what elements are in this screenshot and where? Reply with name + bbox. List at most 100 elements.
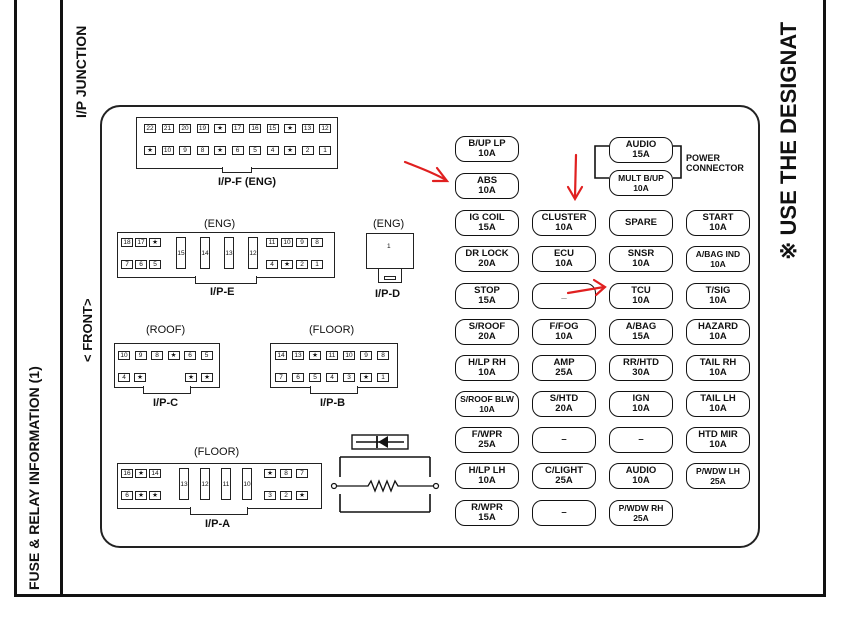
- connector-ipf-pin: 16: [249, 124, 261, 133]
- fuse-label: ABS: [476, 175, 498, 186]
- connector-ipb-pin: 10: [343, 351, 355, 360]
- connector-ipb-latch: [310, 386, 358, 394]
- fuse-rating: 15A: [632, 331, 650, 342]
- connector-ipf-pin: 4: [266, 146, 279, 155]
- fuse-rating: 10A: [555, 258, 573, 269]
- connector-ipe-pin: 17: [135, 238, 147, 247]
- connector-ipa-tall-pin: 12: [200, 468, 210, 500]
- connector-ipa-pin: ★: [135, 491, 147, 500]
- connector-ipf-pin: 17: [231, 124, 244, 133]
- fuse-rating: 25A: [555, 367, 573, 378]
- fuse-label: B/UP LP: [468, 138, 506, 149]
- fuse-label: MULT B/UP: [618, 173, 664, 183]
- fuse-rating: 10A: [632, 295, 650, 306]
- fuse-label: C/LIGHT: [545, 465, 583, 476]
- connector-ipe-tall-pin: 15: [176, 237, 186, 269]
- connector-ipc-pin: 6: [184, 351, 196, 360]
- connector-ipd-key: [384, 276, 396, 280]
- connector-ipe-latch: [195, 276, 257, 284]
- connector-ipc-label: (ROOF): [146, 324, 186, 336]
- connector-ipe-pin: 11: [266, 238, 278, 247]
- fuse-rating: 10A: [709, 439, 727, 450]
- fuse-label: SPARE: [624, 217, 658, 228]
- annotation-arrow-cluster: [573, 153, 578, 199]
- connector-ipf-pin: 6: [231, 146, 244, 155]
- fuse-label: START: [702, 212, 734, 223]
- power-connector-label: POWER CONNECTOR: [686, 153, 744, 173]
- connector-ipf-pin: 8: [196, 146, 209, 155]
- fuse-label: R/WPR: [471, 502, 503, 513]
- fuse-label: ECU: [553, 248, 575, 259]
- connector-ipc-pin: ★: [185, 373, 197, 382]
- fuse-rating: 10A: [633, 183, 649, 193]
- fuse-label: –: [561, 507, 567, 518]
- fuse-label: TAIL RH: [699, 357, 737, 368]
- connector-ipe-tall-pin: 14: [200, 237, 210, 269]
- connector-ipf-pin: ★: [284, 124, 296, 133]
- fuse-spare: SPARE: [609, 210, 673, 236]
- fuse-label: S/HTD: [549, 393, 579, 404]
- connector-ipb-pin: 5: [309, 373, 321, 382]
- fuse-label: HAZARD: [697, 321, 739, 332]
- connector-ipf-latch: [222, 167, 252, 173]
- fuse-rating: 10A: [709, 331, 727, 342]
- connector-ipf-pin: 2: [301, 146, 314, 155]
- connector-ipe-pin: 7: [121, 260, 133, 269]
- connector-ipf-pin: ★: [214, 124, 226, 133]
- connector-ipa-tall-pin: 13: [179, 468, 189, 500]
- fuse-label: A/BAG IND: [695, 249, 741, 259]
- fuse-label: F/FOG: [549, 321, 579, 332]
- connector-ipd-label: (ENG): [373, 218, 405, 230]
- connector-ipc-pin: 9: [134, 351, 147, 360]
- fuse-label: S/ROOF: [468, 321, 506, 332]
- connector-ipc-pin: 8: [151, 351, 163, 360]
- connector-ipb-pin: 6: [292, 373, 304, 382]
- annotation-arrowhead-tcu: [592, 278, 607, 297]
- fuse-rating: 10A: [478, 148, 496, 159]
- fuse-label: IG COIL: [469, 212, 505, 223]
- fuse-label: P/WDW RH: [618, 503, 664, 513]
- connector-ipf-pin: 15: [266, 124, 279, 133]
- connector-ipc-pin: 4: [118, 373, 130, 382]
- connector-ipf-pin: 5: [249, 146, 261, 155]
- connector-ipa-pin: 3: [264, 491, 276, 500]
- connector-ipc-pin: ★: [134, 373, 146, 382]
- connector-ipe-pin: 10: [281, 238, 293, 247]
- fuse-rating: 10A: [555, 222, 573, 233]
- fuse-rating: 15A: [478, 295, 496, 306]
- fuse-label: IGN: [632, 393, 650, 404]
- fuse-rating: 10A: [709, 403, 727, 414]
- connector-ipf-pin: 19: [196, 124, 209, 133]
- fuse-rating: 20A: [478, 331, 496, 342]
- connector-ipb-label: (FLOOR): [309, 324, 355, 336]
- fuse-rating: 10A: [709, 295, 727, 306]
- fuse-label: A/BAG: [625, 321, 657, 332]
- connector-ipe-pin: ★: [281, 260, 293, 269]
- connector-ipb-pin: 3: [343, 373, 355, 382]
- fuse-label: –: [561, 434, 567, 445]
- fuse-label: TAIL LH: [700, 393, 736, 404]
- connector-ipf-pin: ★: [144, 146, 156, 155]
- connector-ipa-pin: 6: [121, 491, 133, 500]
- connector-ipb-pin: 14: [275, 351, 287, 360]
- connector-ipe-pin: 18: [121, 238, 133, 247]
- connector-ipa-pin: 7: [296, 469, 308, 478]
